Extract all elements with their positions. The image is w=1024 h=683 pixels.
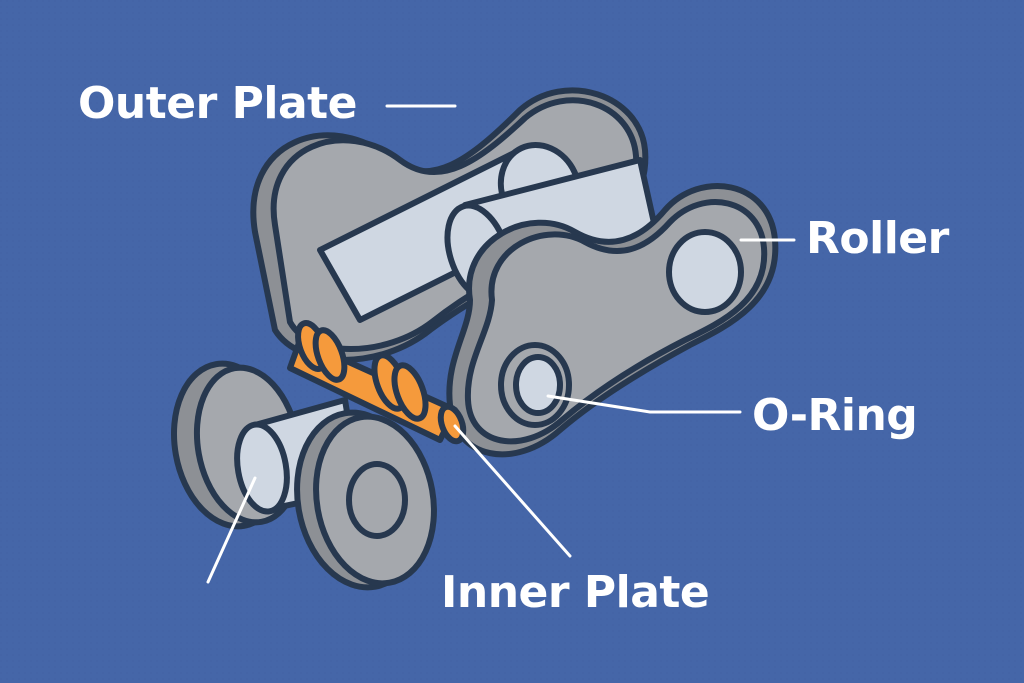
label-o-ring: O-Ring xyxy=(752,390,918,441)
label-roller: Roller xyxy=(806,213,949,264)
pin-with-o-rings xyxy=(287,320,467,445)
outer-plate-front xyxy=(446,183,779,458)
inner-plate-right xyxy=(294,409,437,591)
leader-o-ring xyxy=(546,394,742,414)
label-outer-plate: Outer Plate xyxy=(78,78,358,129)
leader-small-roller xyxy=(206,476,257,584)
leader-inner-plate xyxy=(453,424,572,558)
roller-hole-right xyxy=(666,229,744,315)
label-inner-plate: Inner Plate xyxy=(441,567,710,618)
